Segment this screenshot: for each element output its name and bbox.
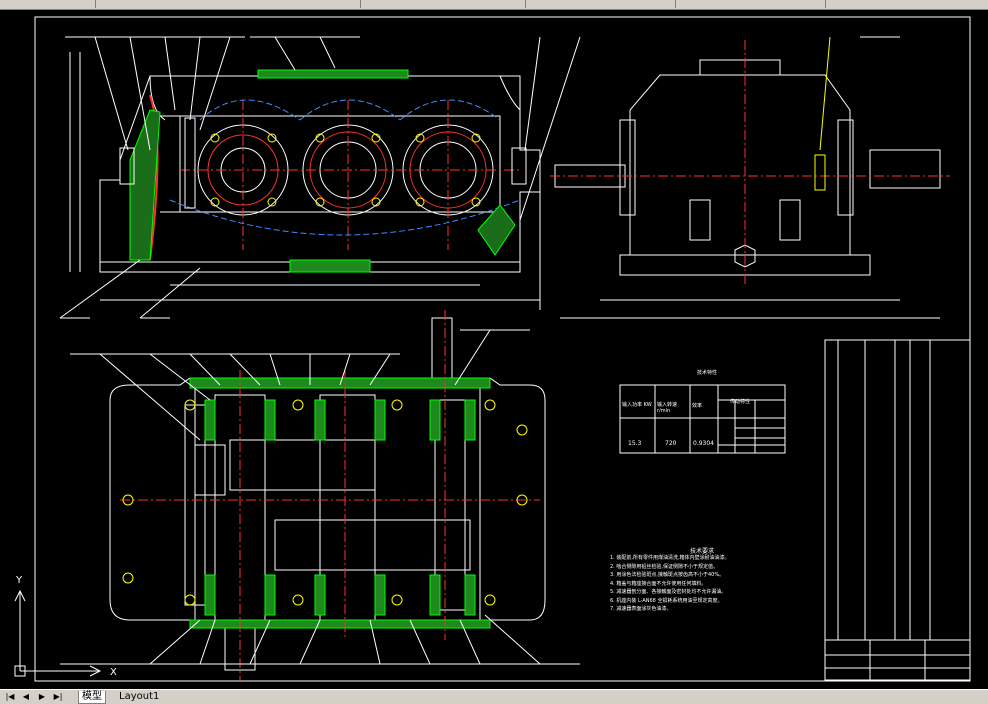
parameter-table (619, 384, 786, 454)
layout-tab-bar: |◀ ◀ ▶ ▶| 模型 Layout1 (0, 689, 988, 704)
tech-requirements: 1. 装配前,所有零件用煤油清洗,箱体内壁涂耐油油漆。 2. 啮合侧隙用铅丝检验… (610, 554, 810, 614)
toolbar-segment[interactable] (0, 0, 96, 8)
front-view-section (129, 69, 516, 273)
tech-line: 6. 机座内装 L-AN68 全损耗系统用油至规定高度。 (610, 597, 723, 604)
front-view-bolts (119, 117, 527, 209)
tech-line: 3. 用涂色法检验斑点,接触斑点按齿高不小于40%。 (610, 572, 725, 578)
toolbar-segment[interactable] (360, 0, 526, 8)
front-view-red (149, 94, 520, 261)
param-value-power: 15.3 (628, 440, 642, 447)
toolbar-segment[interactable] (95, 0, 361, 8)
side-view (554, 36, 941, 319)
ucs-icon: Y X (14, 575, 117, 678)
ucs-y-label: Y (15, 575, 23, 586)
front-view-hidden (169, 99, 521, 236)
plan-view-leaders (60, 329, 580, 665)
drawing-canvas[interactable]: 技术特性 输入功率 KW 输入转速 r/min 效率 传动特性 15.3 720… (0, 9, 988, 689)
tab-model[interactable]: 模型 (78, 691, 106, 704)
toolbar-segment[interactable] (825, 0, 988, 8)
tech-line: 7. 减速器表面涂灰色油漆。 (610, 606, 672, 612)
last-tab-button[interactable]: ▶| (53, 692, 63, 701)
tech-requirements-title: 技术要求 (690, 548, 715, 555)
param-value-efficiency: 0.9304 (693, 440, 714, 447)
param-header-transmission: 传动特性 (730, 399, 751, 405)
toolbar-segment[interactable] (525, 0, 676, 8)
previous-tab-button[interactable]: ◀ (22, 692, 30, 701)
drawing-frame (34, 16, 971, 682)
parts-list (824, 339, 971, 681)
side-view-red (550, 40, 950, 285)
top-toolbar-strip (0, 0, 988, 10)
plan-view-bolts (122, 399, 528, 606)
param-header-power: 输入功率 KW (622, 402, 652, 408)
side-view-bolts (814, 36, 831, 191)
tech-line: 1. 装配前,所有零件用煤油清洗,箱体内壁涂耐油油漆。 (610, 555, 730, 561)
param-header-efficiency: 效率 (692, 403, 703, 409)
param-value-speed: 720 (665, 440, 677, 447)
ucs-x-label: X (110, 667, 117, 678)
parameter-table-title: 技术特性 (697, 370, 718, 376)
next-tab-button[interactable]: ▶ (38, 692, 46, 701)
plan-view (109, 317, 546, 671)
tech-line: 5. 减速器剖分面、各接触面及密封处均不允许漏油。 (610, 589, 727, 595)
tech-line: 4. 箱盖与箱座接合面不允许使用任何填料。 (610, 580, 707, 587)
plan-view-section (189, 377, 491, 629)
toolbar-segment[interactable] (675, 0, 826, 8)
tech-line: 2. 啮合侧隙用铅丝检验,保证侧隙不小于规定值。 (610, 563, 718, 570)
cad-drawing (34, 16, 971, 682)
tab-layout1[interactable]: Layout1 (119, 691, 160, 702)
front-view-leaders (59, 36, 581, 319)
first-tab-button[interactable]: |◀ (5, 692, 15, 701)
plan-view-red (120, 310, 540, 680)
param-header-speed: 输入转速 r/min (657, 402, 678, 414)
